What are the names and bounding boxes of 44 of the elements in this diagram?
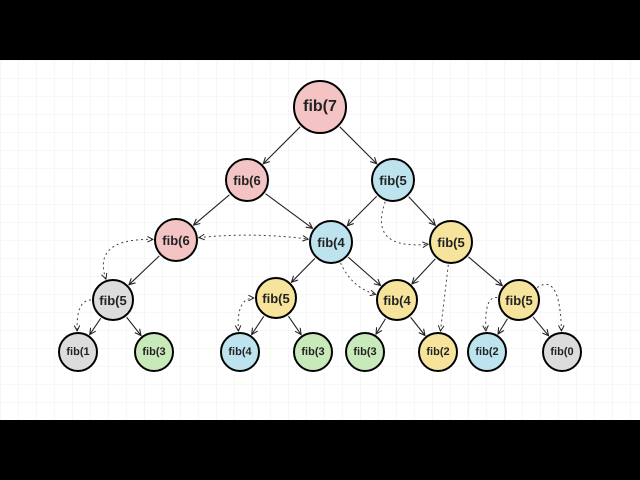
node-label: fib(5	[379, 174, 407, 186]
node-label: fib(4	[317, 236, 345, 248]
arrow	[262, 126, 301, 164]
node-label: fib(3	[142, 346, 166, 358]
arrow	[339, 126, 378, 164]
dashed-arrow	[482, 297, 498, 332]
dashed-arrow	[198, 234, 309, 242]
arrow	[408, 196, 436, 226]
arrow	[89, 318, 102, 336]
node-label: fib(6	[233, 174, 261, 186]
node-label: fib(5	[99, 294, 127, 306]
node-label: fib(0	[550, 346, 574, 358]
dashed-arrow	[340, 262, 376, 296]
arrow	[346, 196, 378, 226]
arrow	[348, 256, 382, 286]
node-label: fib(3	[353, 346, 377, 358]
dashed-arrow	[380, 201, 429, 248]
arrow	[532, 316, 550, 336]
arrow	[290, 258, 316, 283]
arrow	[468, 256, 503, 286]
arrow	[251, 316, 264, 336]
node-label: fib(7	[303, 99, 337, 115]
node-label: fib(5	[505, 294, 533, 306]
arrow	[411, 258, 436, 284]
dashed-arrow	[74, 300, 92, 332]
arrow	[128, 255, 160, 286]
node-label: fib(4	[228, 346, 252, 358]
arrow	[193, 194, 230, 226]
arrow	[410, 316, 426, 336]
arrow	[288, 316, 302, 336]
dashed-arrow	[536, 284, 565, 332]
node-label: fib(1	[66, 346, 90, 358]
node-label: fib(5	[262, 292, 290, 304]
dashed-arrow	[234, 295, 254, 332]
node-label: fib(5	[437, 236, 465, 248]
node-label: fib(6	[162, 234, 190, 246]
arrow	[265, 193, 314, 229]
arrow	[126, 316, 142, 336]
node-label: fib(2	[426, 346, 450, 358]
dashed-arrow	[438, 264, 449, 332]
node-label: fib(2	[475, 346, 499, 358]
node-label: fib(3	[301, 346, 325, 358]
node-label: fib(4	[383, 294, 411, 306]
dashed-arrow	[101, 236, 154, 280]
